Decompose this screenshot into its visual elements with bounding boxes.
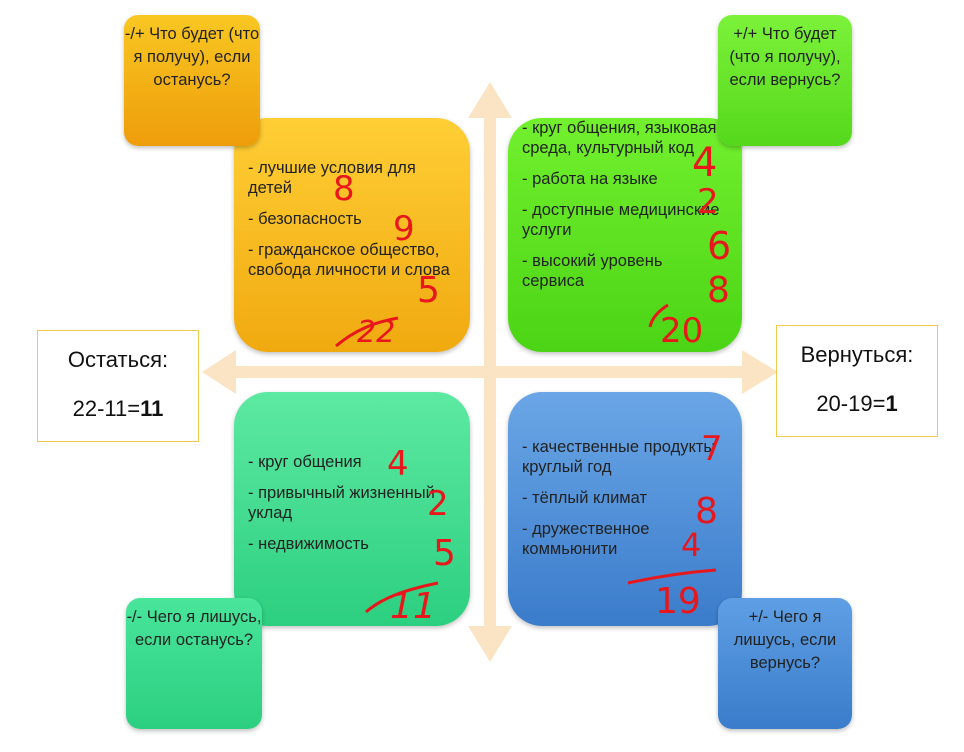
horizontal-arrow — [202, 350, 778, 394]
question-label-top-right: +/+ Что будет (что я получу), если верну… — [718, 15, 852, 146]
quadrant-bottom-right: - качественные продукты круглый год - тё… — [508, 392, 742, 626]
result-value: 1 — [885, 391, 898, 416]
quadrant-bottom-left: - круг общения - привычный жизненный укл… — [234, 392, 470, 626]
result-stay-formula: 22-11=11 — [38, 396, 198, 422]
question-label-bottom-left: -/- Чего я лишусь, если останусь? — [126, 598, 262, 729]
quadrant-item: - высокий уровень сервиса — [522, 252, 663, 290]
question-label-top-left: -/+ Что будет (что я получу), если остан… — [124, 15, 260, 146]
quadrant-item: - качественные продукты круглый год — [522, 438, 716, 476]
quadrant-item: - гражданское общество, свобода личности… — [248, 241, 450, 279]
quadrant-item: - круг общения — [248, 453, 362, 471]
quadrant-item: - работа на языке — [522, 170, 658, 188]
quadrant-item: - недвижимость — [248, 535, 369, 553]
quadrant-top-right: - круг общения, языковая среда, культурн… — [508, 118, 742, 352]
quadrant-item: - тёплый климат — [522, 489, 647, 507]
result-return-formula: 20-19=1 — [777, 391, 937, 417]
result-stay-title: Остаться: — [67, 347, 169, 372]
result-formula-text: 22-11= — [72, 396, 141, 421]
question-label-bottom-right: +/- Чего я лишусь, если вернусь? — [718, 598, 852, 729]
result-formula-text: 20-19= — [816, 391, 886, 416]
quadrant-item: - круг общения, языковая среда, культурн… — [522, 119, 717, 157]
quadrant-item: - лучшие условия для детей — [248, 159, 416, 197]
quadrant-item: - дружественное коммьюнити — [522, 520, 650, 558]
quadrant-top-left: - лучшие условия для детей - безопасност… — [234, 118, 470, 352]
result-stay-box: Остаться: 22-11=11 — [37, 330, 199, 442]
quadrant-item: - доступные медицинские услуги — [522, 201, 720, 239]
result-return-title: Вернуться: — [800, 342, 914, 367]
result-return-box: Вернуться: 20-19=1 — [776, 325, 938, 437]
quadrant-item: - безопасность — [248, 210, 362, 228]
quadrant-item: - привычный жизненный уклад — [248, 484, 435, 522]
result-value: 11 — [140, 396, 164, 421]
